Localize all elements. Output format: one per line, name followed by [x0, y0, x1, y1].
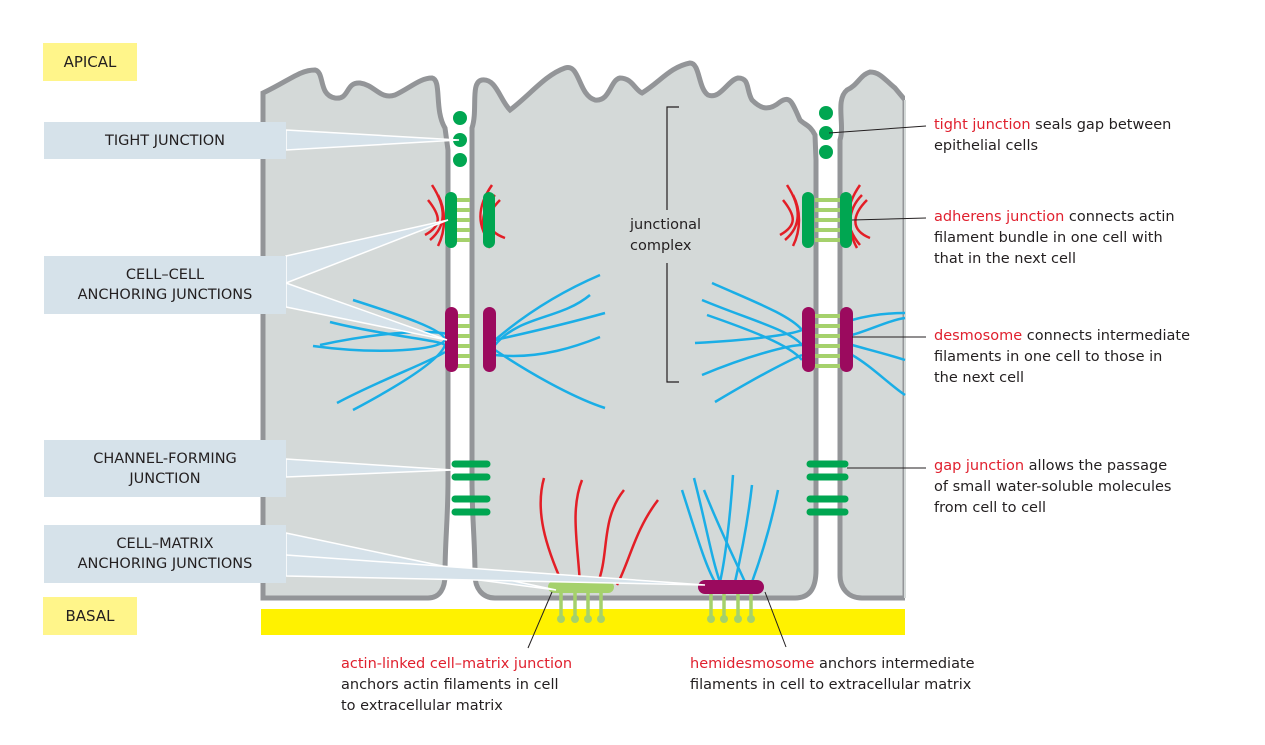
note-hemidesmosome: hemidesmosome anchors intermediate filam… — [690, 654, 1050, 696]
gap-junction-right — [806, 460, 849, 516]
cell-middle — [469, 60, 819, 601]
note-text: filament bundle in one cell with — [934, 230, 1163, 246]
hemidesmosome — [680, 474, 780, 623]
term-desmosome: desmosome — [934, 328, 1023, 344]
callout-pointers — [285, 129, 706, 591]
adherens-junction-right — [779, 184, 871, 249]
desmosome-left — [312, 273, 606, 412]
callout-cell-matrix-anchoring: CELL–MATRIX ANCHORING JUNCTIONS — [44, 525, 286, 583]
term-actin-linked-junction: actin-linked cell–matrix junction — [341, 656, 573, 672]
tight-junction-left — [453, 111, 467, 167]
note-desmosome: desmosome connects intermediate filament… — [934, 326, 1265, 389]
term-adherens-junction: adherens junction — [934, 209, 1065, 225]
basal-lamina — [261, 609, 905, 635]
note-text: the next cell — [934, 370, 1025, 386]
gap-junction-left — [451, 460, 491, 516]
term-tight-junction: tight junction — [934, 117, 1031, 133]
note-text: filaments in cell to extracellular matri… — [690, 677, 972, 693]
note-text: that in the next cell — [934, 251, 1076, 267]
note-tight-junction: tight junction seals gap between epithel… — [934, 115, 1264, 157]
note-text: to extracellular matrix — [341, 698, 503, 714]
callout-cell-cell-anchoring: CELL–CELL ANCHORING JUNCTIONS — [44, 256, 286, 314]
note-text: epithelial cells — [934, 138, 1039, 154]
callout-channel-forming: CHANNEL-FORMING JUNCTION — [44, 440, 286, 497]
term-gap-junction: gap junction — [934, 458, 1025, 474]
note-text: allows the passage — [1024, 458, 1168, 474]
note-actin-linked-junction: actin-linked cell–matrix junction anchor… — [341, 654, 641, 717]
note-text: filaments in one cell to those in — [934, 349, 1163, 365]
note-text: connects actin — [1064, 209, 1175, 225]
tight-junction-right — [819, 106, 833, 159]
junctional-complex-label: junctional complex — [630, 217, 702, 254]
note-text: of small water-soluble molecules — [934, 479, 1172, 495]
note-gap-junction: gap junction allows the passage of small… — [934, 456, 1264, 519]
note-text: anchors intermediate — [814, 656, 975, 672]
leader-lines — [527, 125, 927, 649]
junctional-complex-bracket — [666, 106, 679, 383]
note-adherens-junction: adherens junction connects actin filamen… — [934, 207, 1264, 270]
actin-linked-junction — [539, 477, 659, 623]
desmosome-right — [694, 281, 906, 404]
term-hemidesmosome: hemidesmosome — [690, 656, 815, 672]
callout-tight-junction: TIGHT JUNCTION — [44, 122, 286, 159]
basal-label: BASAL — [43, 597, 137, 635]
note-text: anchors actin filaments in cell — [341, 677, 559, 693]
note-text: seals gap between — [1030, 117, 1172, 133]
note-text: connects intermediate — [1022, 328, 1191, 344]
note-text: from cell to cell — [934, 500, 1047, 516]
apical-label: APICAL — [43, 43, 137, 81]
